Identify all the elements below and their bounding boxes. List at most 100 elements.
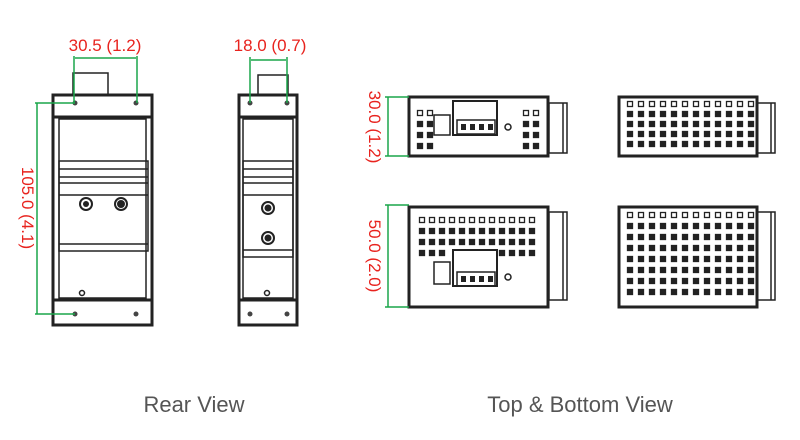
din-rail-bracket — [58, 160, 149, 252]
vent-hole — [458, 216, 466, 224]
vent-hole — [681, 288, 689, 296]
vent-hole — [703, 266, 711, 274]
vent-hole — [498, 227, 506, 235]
vent-hole — [670, 110, 678, 118]
vent-hole — [725, 211, 733, 219]
vent-hole — [681, 233, 689, 241]
vent-hole — [670, 222, 678, 230]
vent-hole — [626, 266, 634, 274]
vent-hole — [714, 233, 722, 241]
vent-hole — [522, 120, 530, 128]
vent-hole — [522, 142, 530, 150]
vent-hole — [528, 249, 536, 257]
vent-hole — [714, 255, 722, 263]
rear-width-dimension: 30.5 (1.2) — [69, 36, 142, 103]
vent-hole — [692, 211, 700, 219]
vent-hole — [637, 110, 645, 118]
svg-text:30.5 (1.2): 30.5 (1.2) — [69, 36, 142, 55]
vent-hole — [681, 120, 689, 128]
vent-hole — [681, 110, 689, 118]
vent-hole — [418, 227, 426, 235]
vent-hole — [659, 255, 667, 263]
vent-hole — [747, 233, 755, 241]
vent-hole — [518, 227, 526, 235]
vent-hole — [648, 100, 656, 108]
terminal-block — [456, 271, 496, 287]
vent-hole — [508, 227, 516, 235]
vent-hole — [448, 238, 456, 246]
vent-hole — [428, 238, 436, 246]
vent-hole — [426, 142, 434, 150]
vent-hole — [648, 233, 656, 241]
vent-hole — [659, 100, 667, 108]
vent-hole — [626, 233, 634, 241]
vent-hole — [714, 288, 722, 296]
vent-hole — [648, 288, 656, 296]
vent-hole — [626, 120, 634, 128]
vent-hole — [725, 266, 733, 274]
vent-hole — [648, 120, 656, 128]
vent-hole — [725, 222, 733, 230]
vent-hole — [659, 277, 667, 285]
vent-hole — [438, 238, 446, 246]
vent-hole — [670, 130, 678, 138]
vent-grid — [416, 109, 540, 150]
vent-hole — [725, 288, 733, 296]
bottom-view-alt — [617, 205, 776, 309]
vent-hole — [736, 222, 744, 230]
vent-hole — [659, 222, 667, 230]
vent-hole — [648, 130, 656, 138]
vent-hole — [626, 255, 634, 263]
vent-hole — [468, 216, 476, 224]
vent-hole — [659, 140, 667, 148]
vent-hole — [637, 233, 645, 241]
vent-hole — [747, 140, 755, 148]
vent-hole — [681, 244, 689, 252]
terminal-pin — [479, 276, 484, 282]
vent-hole — [659, 233, 667, 241]
vent-hole — [637, 100, 645, 108]
vent-hole — [747, 211, 755, 219]
vent-hole — [681, 211, 689, 219]
vent-hole — [488, 238, 496, 246]
vent-hole — [736, 244, 744, 252]
vent-hole — [670, 233, 678, 241]
vent-hole — [736, 255, 744, 263]
vent-hole — [670, 255, 678, 263]
vent-hole — [725, 100, 733, 108]
vent-hole — [418, 216, 426, 224]
vent-hole — [637, 277, 645, 285]
vent-hole — [681, 140, 689, 148]
vent-hole — [648, 222, 656, 230]
vent-hole — [703, 222, 711, 230]
bottom-view: 50.0 (2.0) — [365, 204, 568, 309]
vent-hole — [681, 100, 689, 108]
vent-hole — [468, 227, 476, 235]
vent-hole — [438, 216, 446, 224]
vent-hole — [670, 100, 678, 108]
vent-hole — [626, 244, 634, 252]
vent-hole — [448, 227, 456, 235]
vent-hole — [692, 140, 700, 148]
caption-top-bottom-view: Top & Bottom View — [487, 392, 673, 417]
top-depth-dimension: 30.0 (1.2) — [365, 91, 409, 163]
vent-hole — [736, 288, 744, 296]
rear-housing — [51, 93, 154, 327]
vent-hole — [736, 100, 744, 108]
svg-text:50.0 (2.0): 50.0 (2.0) — [365, 220, 384, 293]
vent-grid — [418, 216, 536, 257]
vent-hole — [626, 140, 634, 148]
vent-hole — [736, 110, 744, 118]
vent-hole — [747, 266, 755, 274]
vent-hole — [725, 277, 733, 285]
vent-hole — [659, 120, 667, 128]
vent-hole — [626, 130, 634, 138]
vent-hole — [498, 238, 506, 246]
terminal-pin — [479, 124, 484, 130]
vent-hole — [488, 216, 496, 224]
mounting-hole — [133, 311, 139, 317]
vent-hole — [428, 227, 436, 235]
vent-hole — [659, 266, 667, 274]
vent-hole — [703, 130, 711, 138]
